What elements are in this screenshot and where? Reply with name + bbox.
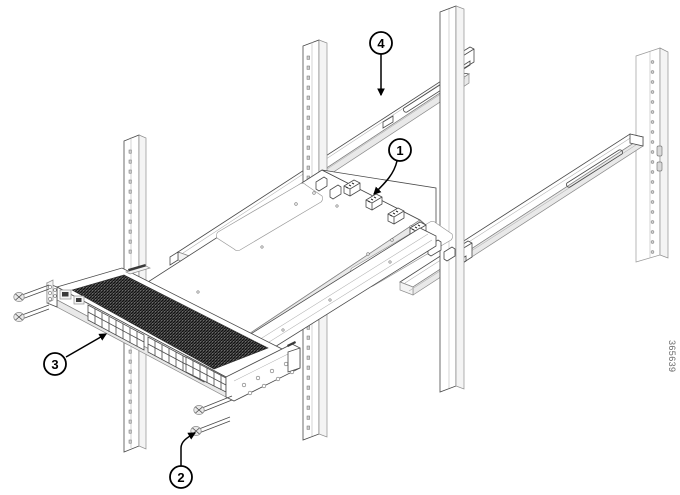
rear-right-post-holes (650, 60, 655, 254)
rear-left-rack-post (439, 5, 465, 393)
callout-2-number: 2 (177, 470, 184, 485)
port-bank-1 (87, 304, 145, 351)
mounting-clip-1 (343, 179, 361, 197)
upper-mounting-screw-a (13, 284, 50, 302)
callout-1[interactable]: 1 (388, 138, 412, 162)
switch-chassis (46, 264, 301, 402)
inner-rail-mounting-clips (315, 176, 456, 262)
mounting-clip-2 (365, 193, 383, 211)
callout-2-circle (169, 465, 193, 489)
lower-mounting-screw-a (193, 395, 233, 415)
callout-3-number: 3 (51, 357, 58, 372)
callout-3-circle (43, 352, 67, 376)
callout-4-number: 4 (377, 36, 385, 51)
rear-right-rack-post (635, 47, 669, 263)
switch-top-grille (71, 274, 269, 370)
callout-4-circle (369, 31, 393, 55)
callout-2-leader (180, 432, 197, 466)
switch-left-io (59, 289, 85, 305)
front-left-post-holes (128, 149, 132, 444)
callout-1-number: 1 (396, 143, 403, 158)
callout-2[interactable]: 2 (169, 465, 193, 489)
callout-4[interactable]: 4 (369, 31, 393, 55)
callout-3[interactable]: 3 (43, 352, 67, 376)
callout-3-leader (65, 333, 108, 358)
switch-left-mounting-bracket (46, 279, 58, 308)
callout-1-leader (373, 160, 398, 195)
switch-right-mounting-bracket (225, 341, 301, 402)
callout-1-circle (388, 138, 412, 162)
document-id-label: 365639 (667, 340, 677, 372)
mounting-clip-3 (387, 207, 405, 225)
upper-mounting-screw-b (13, 304, 50, 322)
